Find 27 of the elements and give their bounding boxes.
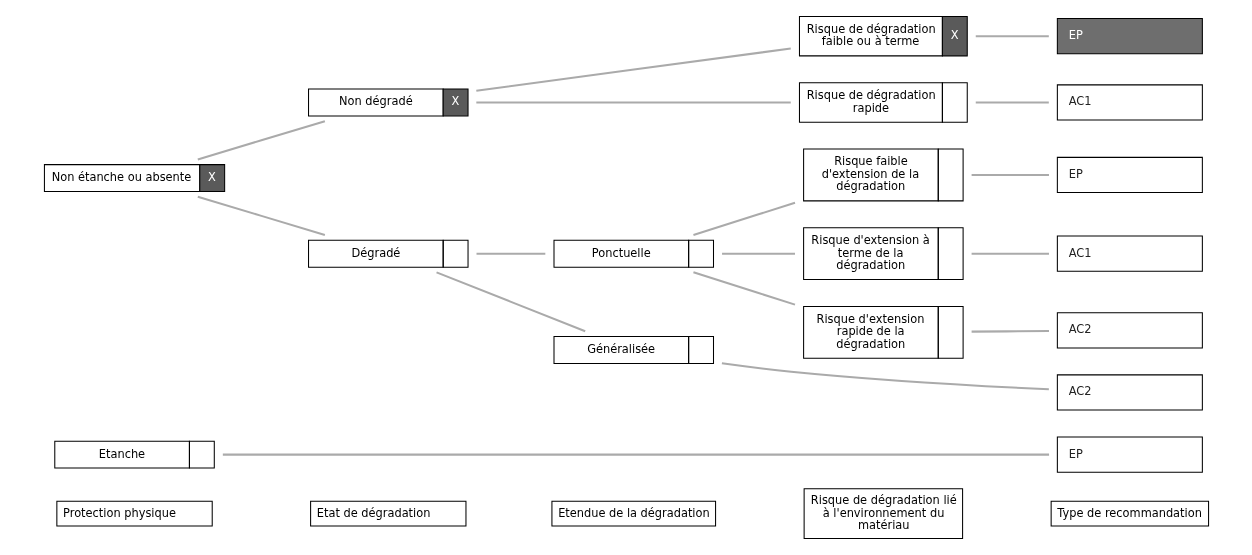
node-box: Etat de dégradation bbox=[309, 500, 466, 527]
connector bbox=[721, 362, 1049, 391]
node-box: AC1 bbox=[1056, 235, 1203, 272]
node-box: Protection physique bbox=[55, 500, 213, 527]
node-box: Type de recommandation bbox=[1050, 500, 1209, 527]
connector bbox=[971, 252, 1049, 255]
node-box: EP bbox=[1056, 156, 1203, 194]
connector bbox=[435, 271, 586, 333]
connector bbox=[222, 453, 1049, 456]
connector bbox=[971, 173, 1049, 176]
node-box: AC2 bbox=[1056, 374, 1203, 411]
connector bbox=[475, 47, 791, 92]
node-box: Etendue de la dégradation bbox=[550, 500, 716, 527]
connector bbox=[721, 252, 795, 255]
connector bbox=[197, 195, 325, 236]
node-box: Risque de dégradation lié à l'environnement du matériau bbox=[803, 488, 963, 539]
node-box: EP bbox=[1056, 436, 1203, 473]
connector bbox=[476, 252, 545, 255]
connector bbox=[971, 329, 1049, 333]
connector bbox=[975, 35, 1049, 38]
connector bbox=[197, 120, 325, 161]
connector bbox=[475, 101, 791, 104]
connector bbox=[692, 201, 795, 236]
connector bbox=[975, 101, 1049, 104]
node-box: AC2 bbox=[1056, 312, 1203, 349]
connector bbox=[692, 271, 795, 306]
node-box: AC1 bbox=[1056, 84, 1203, 121]
